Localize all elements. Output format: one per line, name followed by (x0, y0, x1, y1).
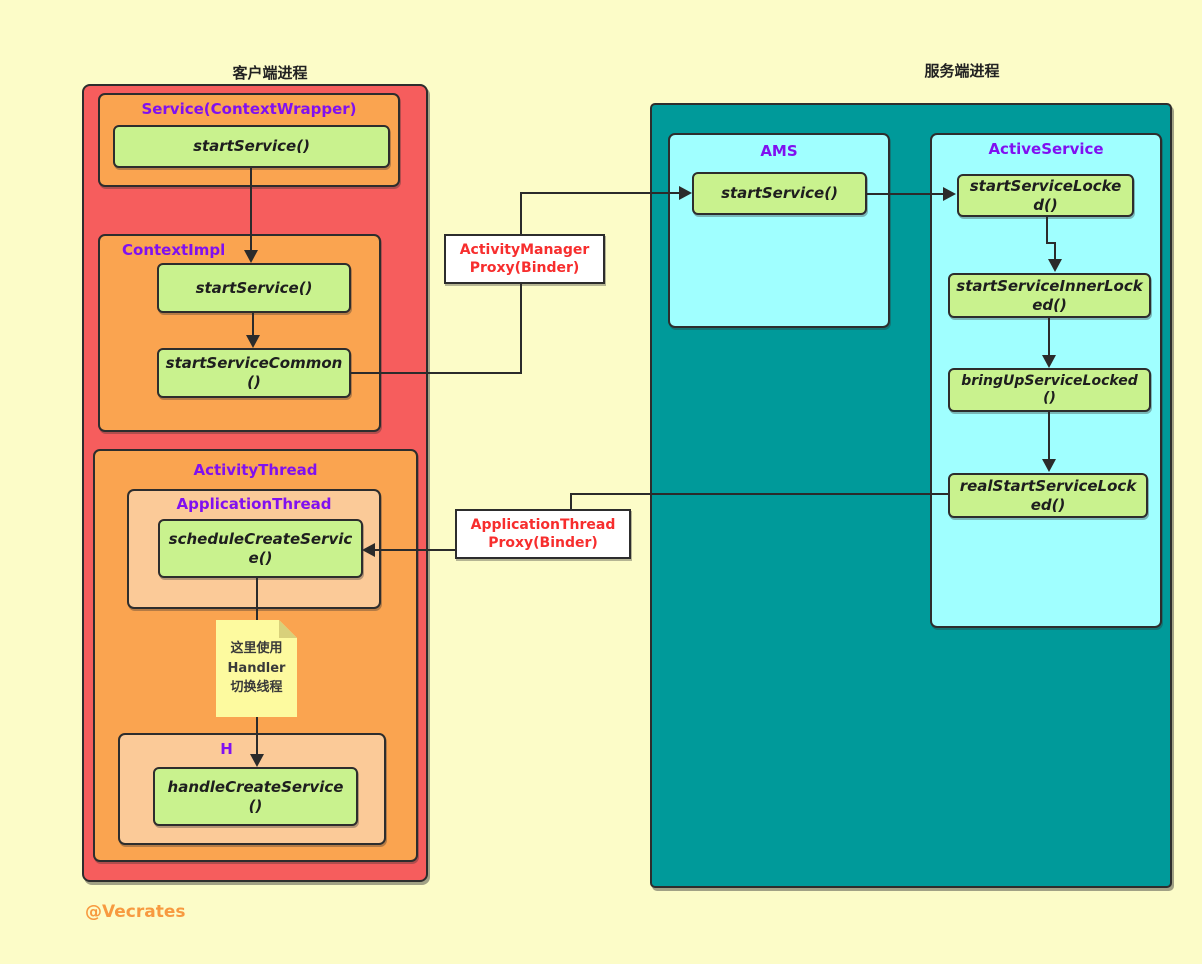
line-realstart-to-proxy-h (571, 493, 948, 495)
applicationthread-class-title: ApplicationThread (176, 495, 332, 513)
method-startservice-contextimpl: startService() (157, 263, 351, 313)
line-proxy-to-ams-h (520, 192, 680, 194)
proxy-label-line: Proxy(Binder) (488, 535, 598, 551)
applicationthread-proxy-label: ApplicationThread Proxy(Binder) (455, 509, 631, 559)
method-realstartservicelocked: realStartServiceLocked() (948, 473, 1148, 518)
note-line: Handler (227, 660, 286, 676)
client-process-title: 客户端进程 (232, 64, 308, 82)
line-ssl-jog-1 (1046, 216, 1048, 244)
line-ssl-jog-3 (1054, 242, 1056, 260)
activeservice-class-title: ActiveService (988, 140, 1104, 158)
method-startserviceinnerlocked: startServiceInnerLocked() (948, 273, 1151, 318)
method-startservicelocked: startServiceLocked() (957, 174, 1134, 217)
line-schedule-to-note (256, 578, 258, 620)
arrow-service-to-contextimpl (244, 250, 258, 263)
proxy-label-line: ActivityManager (459, 241, 590, 258)
method-startservice-service: startService() (113, 125, 390, 168)
ams-class-box (668, 133, 890, 328)
method-schedulecreateservice: scheduleCreateService() (158, 519, 363, 578)
arrow-into-ams-startservice (679, 186, 692, 200)
line-ams-to-activeservice (866, 193, 945, 195)
method-startservicecommon: startServiceCommon() (157, 348, 351, 398)
line-service-to-contextimpl (250, 168, 252, 252)
note-line: 这里使用 (230, 641, 283, 657)
arrow-into-bringup (1042, 355, 1056, 368)
proxy-label-line: ApplicationThread (470, 516, 616, 533)
ams-class-title: AMS (760, 142, 798, 160)
line-startservice-to-common (252, 313, 254, 337)
proxy-label-line: Proxy(Binder) (469, 260, 580, 276)
arrow-into-schedulecreateservice (362, 543, 375, 557)
arrow-startservice-to-common (246, 335, 260, 348)
service-class-title: Service(ContextWrapper) (141, 100, 357, 118)
line-ssl-jog-2 (1046, 242, 1056, 244)
arrow-into-startservicelocked (943, 187, 956, 201)
arrow-into-handlecreateservice (250, 754, 264, 767)
activitymanager-proxy-label: ActivityManager Proxy(Binder) (444, 234, 605, 284)
activitythread-class-title: ActivityThread (193, 461, 318, 479)
server-process-title: 服务端进程 (924, 62, 1000, 80)
contextimpl-class-title: ContextImpl (122, 241, 226, 259)
arrow-into-innerlocked (1048, 259, 1062, 272)
method-startservice-ams: startService() (692, 172, 867, 215)
method-bringupservicelocked: bringUpServiceLocked() (948, 368, 1151, 412)
method-handlecreateservice: handleCreateService() (153, 767, 358, 826)
h-handler-class-title: H (220, 740, 233, 758)
line-note-to-handle (256, 717, 258, 755)
line-inner-to-bringup (1048, 318, 1050, 356)
watermark: @Vecrates (85, 902, 186, 922)
line-bringup-to-realstart (1048, 412, 1050, 460)
line-common-to-proxy-h (350, 372, 522, 374)
arrow-into-realstart (1042, 459, 1056, 472)
note-fold-corner (279, 620, 297, 638)
note-line: 切换线程 (230, 680, 283, 696)
